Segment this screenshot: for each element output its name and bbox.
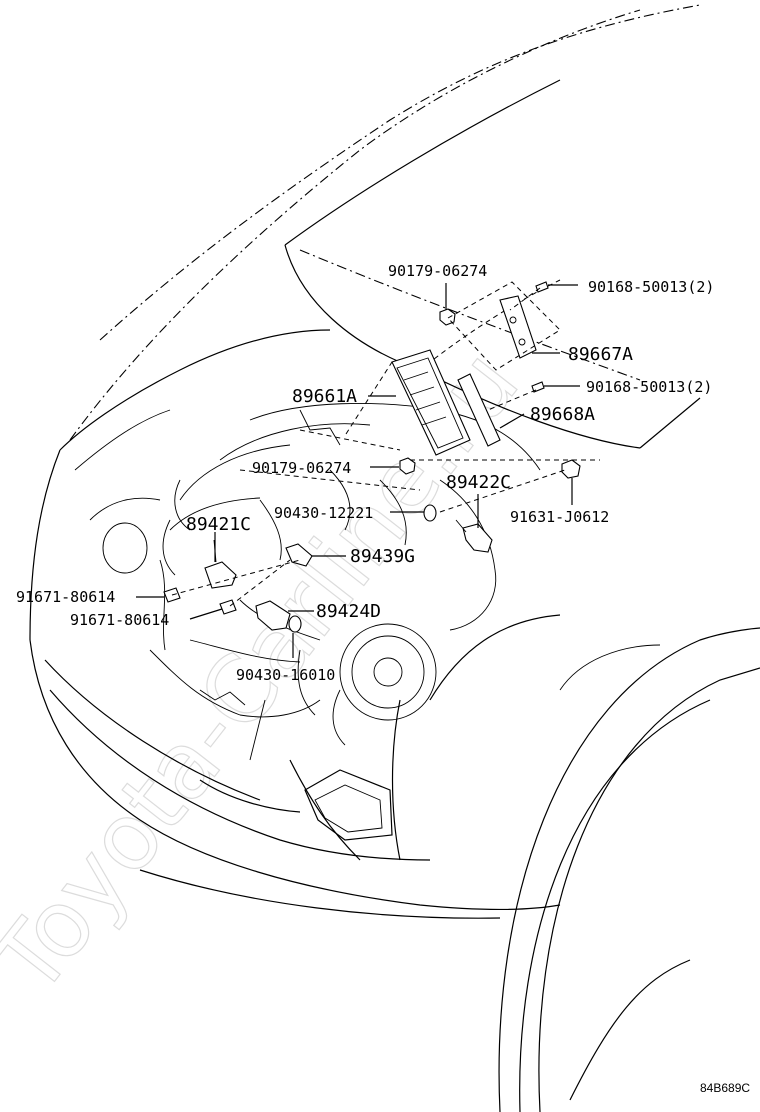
callout-89439g: 89439G xyxy=(350,546,415,567)
bolt-91671-b xyxy=(219,599,237,615)
callout-89667a: 89667A xyxy=(568,344,633,365)
callout-89661a: 89661A xyxy=(292,386,357,407)
nut-lower xyxy=(399,457,416,475)
sensor-89422c xyxy=(462,523,493,553)
bracket-89668a xyxy=(457,373,501,447)
callout-91671-80614-b: 91671-80614 xyxy=(70,611,169,629)
callout-90168-50013-upper: 90168-50013(2) xyxy=(588,278,714,296)
ecu-89661a xyxy=(391,349,471,456)
bracket-89667a xyxy=(499,295,537,359)
callout-90179-06274-lower: 90179-06274 xyxy=(252,459,351,477)
gasket-90430-16010 xyxy=(288,615,302,633)
assembly-lines xyxy=(171,281,600,607)
callout-89422c: 89422C xyxy=(446,472,511,493)
callout-90430-16010: 90430-16010 xyxy=(236,666,335,684)
bolt-lower xyxy=(531,381,545,393)
diagram-code: 84B689C xyxy=(700,1081,750,1095)
gasket-90430-12221 xyxy=(423,504,437,522)
callout-91671-80614-a: 91671-80614 xyxy=(16,588,115,606)
leader-lines xyxy=(136,283,580,658)
callout-89668a: 89668A xyxy=(530,404,595,425)
bolt-91631 xyxy=(561,459,581,479)
callout-89424d: 89424D xyxy=(316,601,381,622)
callout-labels: 90179-06274 90168-50013(2) 89667A 89661A… xyxy=(16,262,714,684)
parts xyxy=(163,281,581,633)
engine-assembly xyxy=(149,402,541,761)
callout-90179-06274-upper: 90179-06274 xyxy=(388,262,487,280)
sensor-89424d xyxy=(255,600,291,631)
bolt-upper xyxy=(535,281,549,293)
callout-90168-50013-lower: 90168-50013(2) xyxy=(586,378,712,396)
callout-89421c: 89421C xyxy=(186,514,251,535)
sensor-89439g xyxy=(285,543,313,567)
callout-90430-12221: 90430-12221 xyxy=(274,504,373,522)
front-wheel xyxy=(498,627,760,1112)
car-body-outline xyxy=(29,4,701,919)
callout-91631-j0612: 91631-J0612 xyxy=(510,508,609,526)
sensor-89421c xyxy=(204,561,237,589)
